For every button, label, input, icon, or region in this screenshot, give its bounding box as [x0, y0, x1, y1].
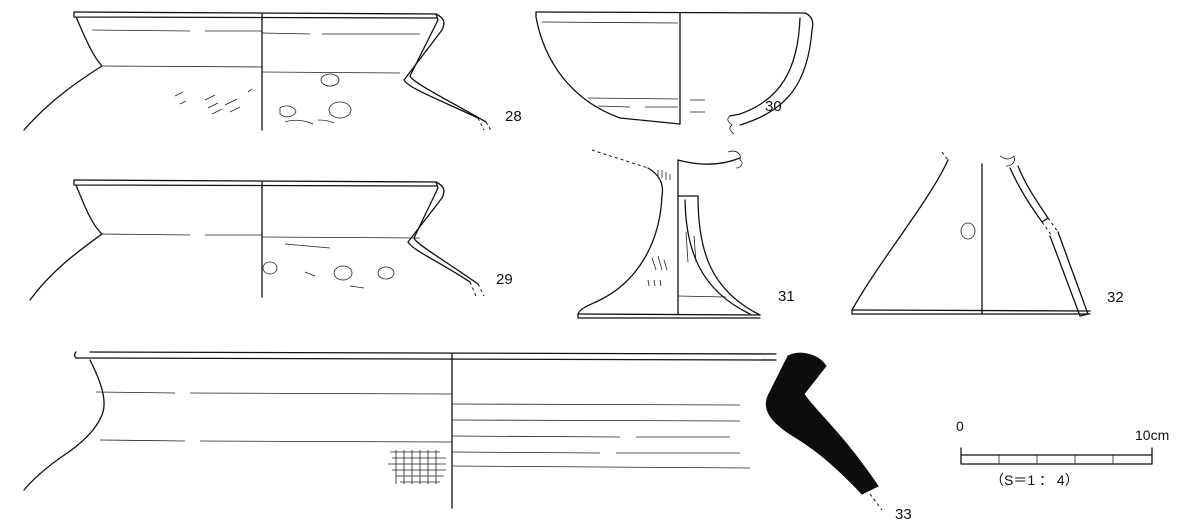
- vessel-31: 31: [577, 149, 795, 319]
- figure-label-30: 30: [765, 98, 782, 115]
- figure-label-29: 29: [496, 271, 513, 288]
- vessel-28: 28: [23, 11, 522, 133]
- scale-end-label: 10cm: [1135, 427, 1169, 443]
- vessel-29: 29: [29, 179, 513, 301]
- figure-label-32: 32: [1107, 289, 1124, 306]
- vessel-30: 30: [535, 11, 814, 135]
- figure-label-31: 31: [778, 288, 795, 305]
- figure-label-28: 28: [505, 108, 522, 125]
- vessel-33: 33: [23, 351, 912, 521]
- vessel-32: 32: [851, 151, 1124, 317]
- scale-ratio-label: （S＝1 ： 4）: [990, 472, 1079, 488]
- scale-start-label: 0: [956, 418, 964, 434]
- figure-label-33: 33: [895, 506, 912, 521]
- scale-bar: 0 10cm （S＝1 ： 4）: [956, 418, 1169, 488]
